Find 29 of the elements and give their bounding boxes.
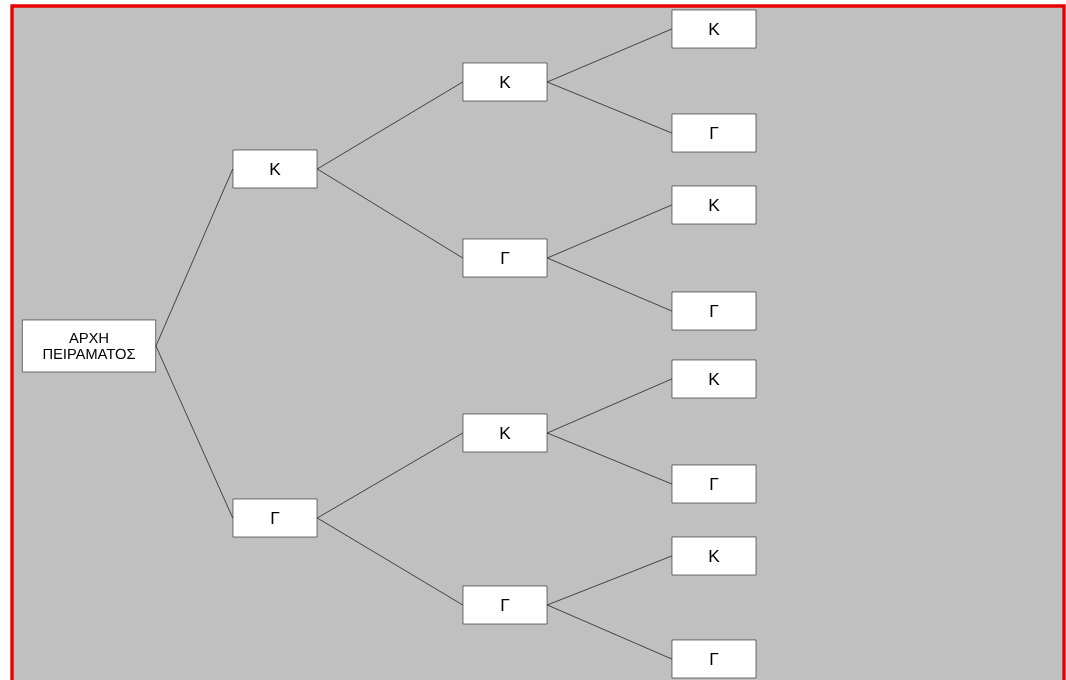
connector-line — [546, 604, 673, 660]
connector-line — [546, 555, 673, 606]
start-box: ΑΡΧΗ ΠΕΙΡΑΜΑΤΟΣ — [22, 319, 156, 373]
connector-line — [316, 432, 464, 519]
outcome-box: Κ — [671, 536, 757, 576]
connector-line — [546, 432, 673, 485]
connector-line — [316, 81, 464, 170]
connector-line — [546, 204, 673, 259]
outcome-box: Κ — [462, 413, 548, 453]
outcome-box: Γ — [462, 585, 548, 625]
outcome-box: Γ — [462, 238, 548, 278]
outcome-box: Κ — [462, 62, 548, 102]
outcome-box: Κ — [671, 9, 757, 49]
connector-line — [546, 81, 673, 134]
outcome-box: Γ — [671, 639, 757, 679]
connector-line — [316, 517, 464, 606]
connector-line — [546, 28, 673, 83]
connector-line — [546, 378, 673, 434]
outcome-box: Γ — [671, 113, 757, 153]
connector-line — [316, 168, 464, 259]
connector-line — [155, 168, 234, 347]
outcome-box: Γ — [671, 291, 757, 331]
outcome-box: Γ — [232, 498, 318, 538]
connector-line — [155, 345, 234, 519]
outcome-box: Κ — [232, 149, 318, 189]
outcome-box: Κ — [671, 185, 757, 225]
connector-line — [546, 257, 673, 312]
outcome-box: Γ — [671, 464, 757, 504]
outcome-box: Κ — [671, 359, 757, 399]
